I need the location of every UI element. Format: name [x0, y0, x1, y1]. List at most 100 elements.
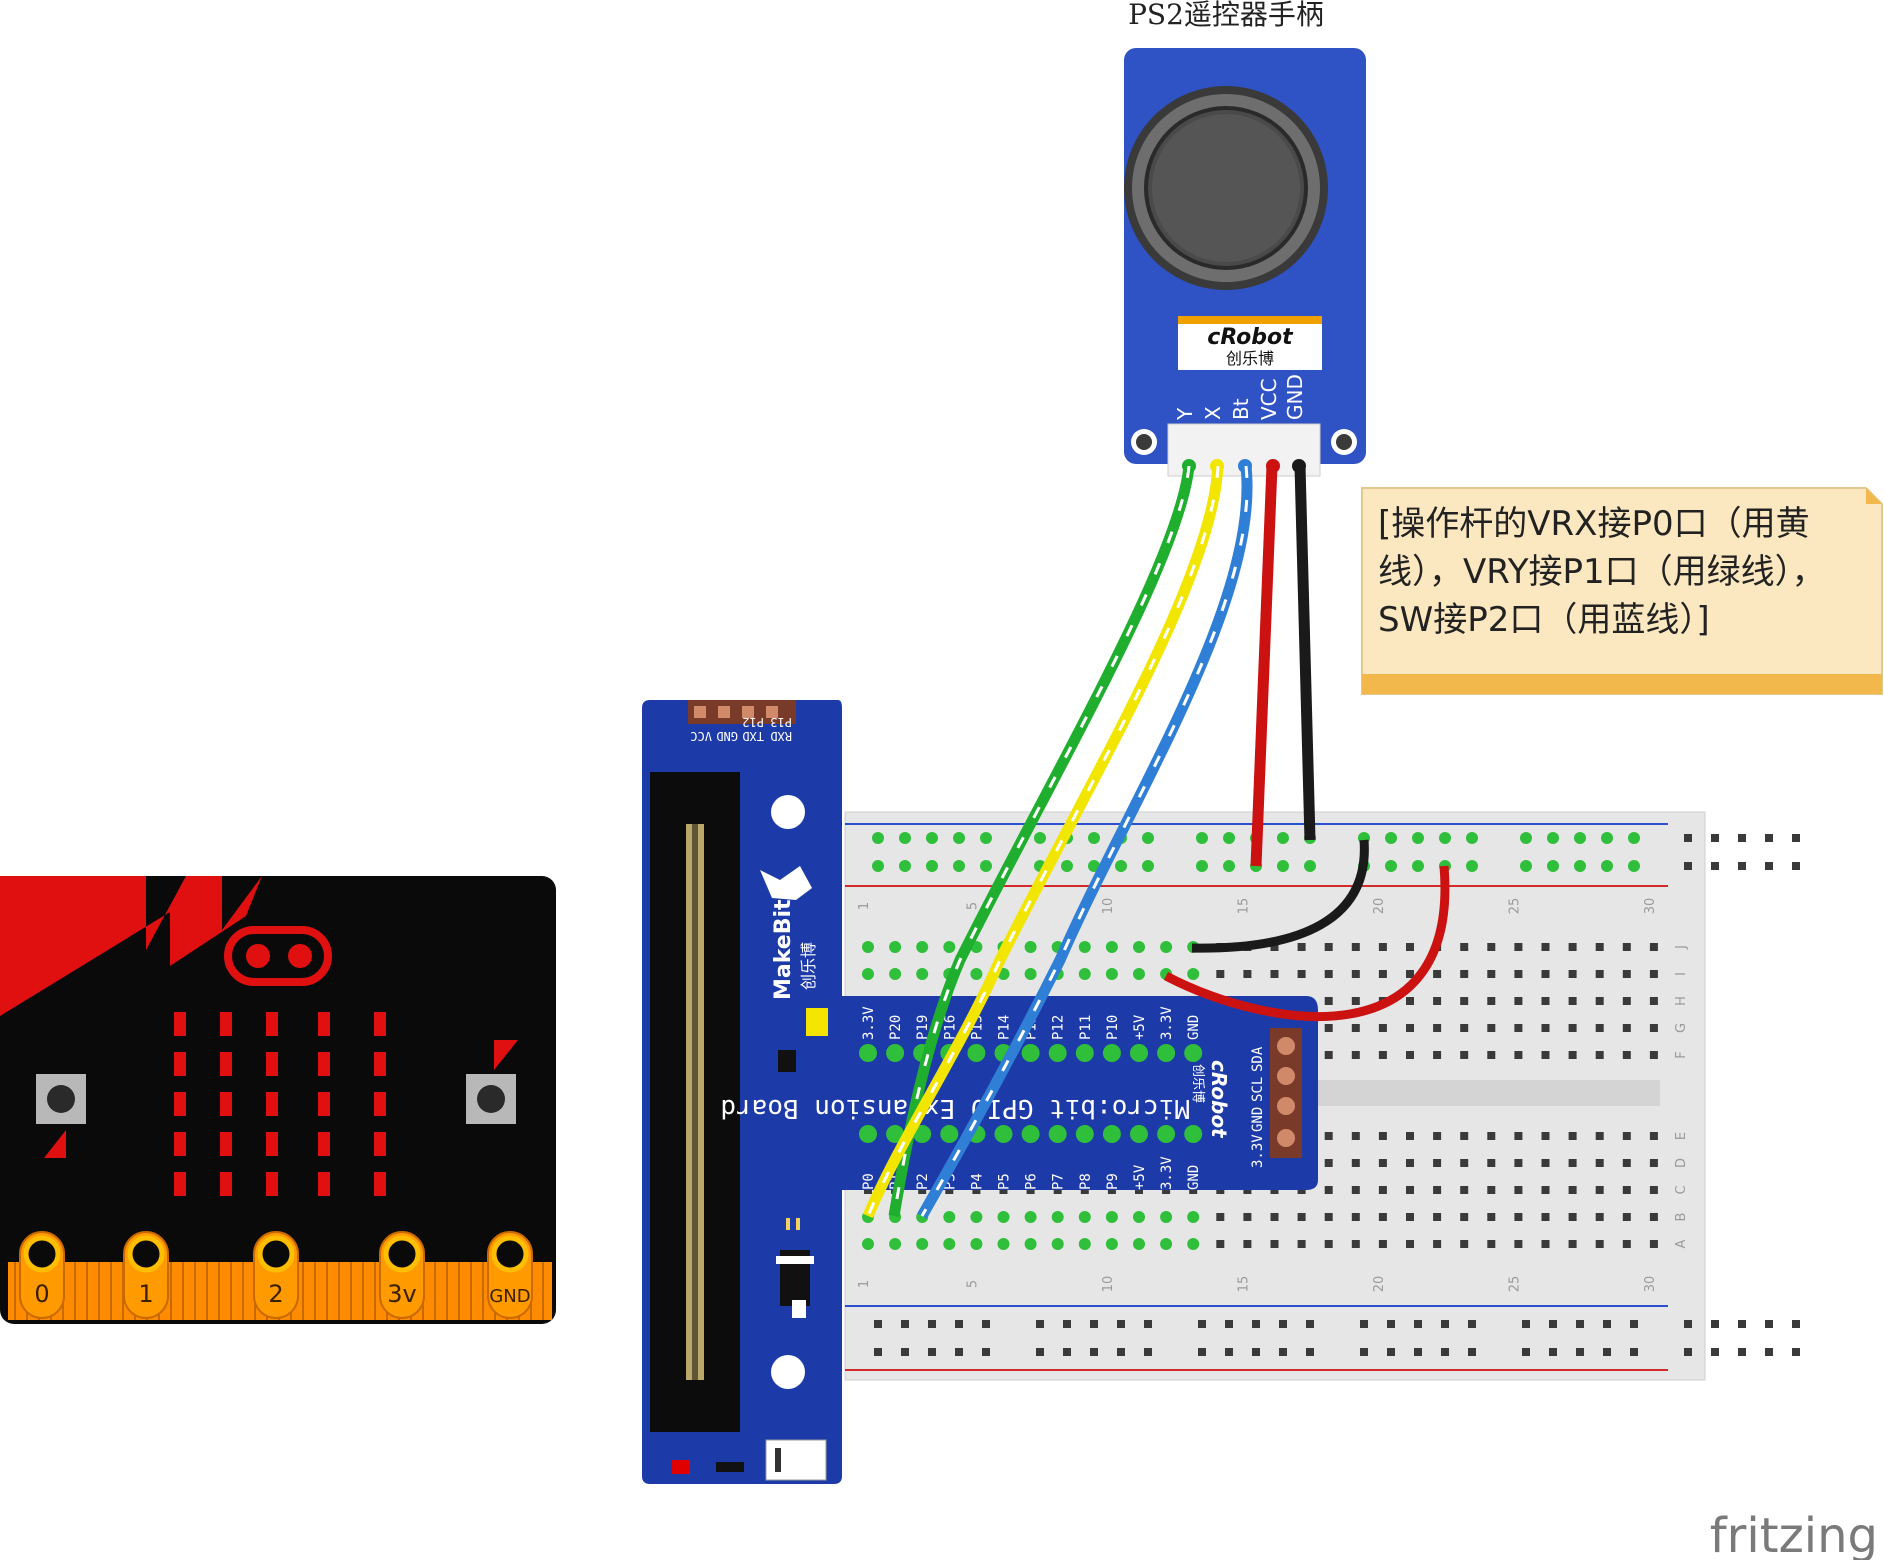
breadboard-hole-connected	[1547, 832, 1559, 844]
breadboard-hole-connected	[1133, 1238, 1145, 1250]
expansion-pin-label-bottom: 3.3V	[1159, 1156, 1175, 1190]
fritzing-logo: fritzing	[1710, 1508, 1878, 1560]
breadboard-hole	[1468, 1348, 1476, 1356]
breadboard-hole	[1514, 970, 1523, 978]
breadboard-hole	[1487, 1051, 1496, 1059]
breadboard-hole	[1360, 1348, 1368, 1356]
breadboard-hole-connected	[1196, 832, 1208, 844]
edge-finger	[218, 1262, 220, 1320]
breadboard-col-number: 5	[965, 902, 980, 910]
joystick-brand-cn: 创乐博	[1226, 349, 1274, 368]
edge-finger	[110, 1262, 112, 1320]
breadboard-hole	[1738, 1348, 1746, 1356]
button-b[interactable]	[466, 1074, 516, 1124]
breadboard-hole	[1406, 1024, 1414, 1032]
expansion-pin-label-bottom: P5	[997, 1173, 1013, 1190]
microbit-logo-dot	[246, 944, 270, 968]
wire-red-jumper	[1163, 865, 1450, 1021]
expansion-pins-bottom	[859, 1125, 1203, 1143]
breadboard-hole	[1324, 1024, 1333, 1032]
button-b-cap[interactable]	[477, 1085, 505, 1113]
expansion-pin-label-top: 3.3V	[1159, 1006, 1175, 1040]
breadboard-hole-connected	[1024, 941, 1037, 953]
breadboard-hole	[1595, 1132, 1604, 1140]
led	[318, 1172, 330, 1196]
breadboard-hole	[1487, 1159, 1496, 1167]
breadboard-hole	[1063, 1348, 1071, 1356]
breadboard-hole	[1541, 997, 1550, 1005]
expansion-pin-label-top: GND	[1186, 1015, 1202, 1040]
breadboard-hole-connected	[899, 832, 911, 844]
breadboard-hole	[1433, 1051, 1442, 1059]
breadboard-hole-connected	[1187, 1238, 1200, 1250]
breadboard-hole	[1622, 1240, 1631, 1248]
breadboard-hole	[1324, 1051, 1333, 1059]
microbit-logo-icon	[224, 926, 332, 986]
expansion-pin-label-bottom: P0	[861, 1173, 877, 1190]
wire-yellow-body	[862, 465, 1224, 1219]
i2c-label-3v3: 3.3V	[1250, 1134, 1266, 1168]
expansion-pin	[1021, 1125, 1040, 1143]
breadboard-hole	[1568, 970, 1577, 978]
edge-finger	[206, 1262, 208, 1320]
breadboard-hole	[1595, 1186, 1604, 1194]
breadboard-hole-connected	[1133, 941, 1145, 953]
breadboard-hole-connected	[1051, 1211, 1064, 1223]
led	[220, 1132, 232, 1156]
breadboard-hole	[1063, 1320, 1071, 1328]
led	[266, 1132, 278, 1156]
edge-connector-center	[692, 824, 698, 1380]
breadboard-hole	[1522, 1348, 1530, 1356]
breadboard-hole	[1649, 970, 1658, 978]
breadboard-hole-connected	[1133, 1211, 1145, 1223]
expansion-pin	[1048, 1044, 1067, 1062]
breadboard-hole	[1568, 1240, 1577, 1248]
breadboard-hole-connected	[862, 941, 874, 953]
breadboard-hole	[1514, 943, 1523, 951]
breadboard-col-number: 30	[1643, 898, 1658, 915]
button-a-cap[interactable]	[47, 1085, 75, 1113]
usb-connector-slot	[775, 1448, 781, 1472]
edge-finger	[362, 1262, 364, 1320]
joystick-title: PS2遥控器手柄	[1128, 0, 1324, 31]
expansion-pin	[1021, 1044, 1040, 1062]
breadboard-hole	[1649, 1213, 1658, 1221]
breadboard-hole	[1514, 1240, 1523, 1248]
breadboard-hole-connected	[1466, 832, 1478, 844]
edge-finger	[326, 1262, 328, 1320]
breadboard-hole-connected	[1105, 1238, 1118, 1250]
uart-header	[688, 700, 796, 724]
breadboard-hole-connected	[997, 1211, 1010, 1223]
breadboard-hole-connected	[1088, 832, 1100, 844]
breadboard-hole	[1270, 1240, 1279, 1248]
expansion-pin	[1102, 1044, 1121, 1062]
breadboard-hole	[1378, 1132, 1387, 1140]
breadboard-hole	[1595, 943, 1604, 951]
joystick-brand: cRobot	[1207, 325, 1294, 350]
breadboard-hole-connected	[1574, 860, 1586, 872]
edge-finger	[182, 1262, 184, 1320]
pad-hole	[127, 1235, 165, 1273]
led	[174, 1012, 186, 1036]
led	[318, 1052, 330, 1076]
breadboard-hole-connected	[889, 968, 902, 980]
breadboard-hole	[1297, 1240, 1306, 1248]
breadboard-hole	[1324, 1213, 1333, 1221]
breadboard-hole-connected	[1051, 1238, 1064, 1250]
breadboard-hole	[1433, 997, 1442, 1005]
breadboard-hole-connected	[1105, 1211, 1118, 1223]
i2c-label-scl: SCL	[1250, 1077, 1266, 1102]
breadboard-hole	[1351, 997, 1360, 1005]
breadboard-hole	[1270, 970, 1279, 978]
breadboard-hole	[1406, 943, 1414, 951]
breadboard-hole	[1378, 1186, 1387, 1194]
breadboard-hole	[1216, 1240, 1225, 1248]
joystick-mount-hole-inner	[1336, 434, 1352, 450]
button-a[interactable]	[36, 1074, 86, 1124]
breadboard-hole	[1514, 1213, 1523, 1221]
expansion-pin-label-top: P11	[1078, 1015, 1094, 1040]
i2c-label-sda: SDA	[1250, 1046, 1266, 1072]
expansion-pin-label-top: 3.3V	[861, 1006, 877, 1040]
breadboard-hole	[1090, 1320, 1098, 1328]
